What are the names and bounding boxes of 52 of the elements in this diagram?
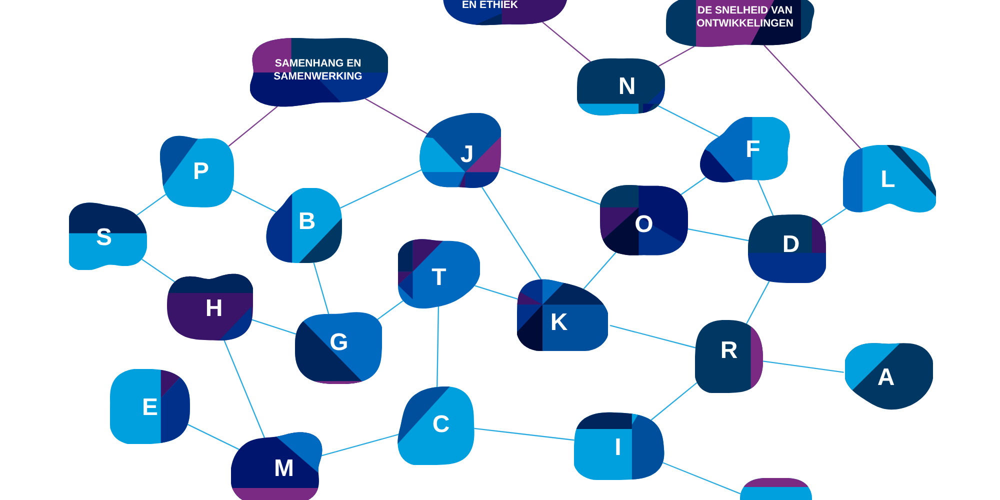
- connector-line: [474, 285, 518, 300]
- connector-line: [500, 166, 600, 205]
- connector-line: [436, 306, 440, 388]
- node-label: O: [634, 213, 654, 237]
- node-label: L: [880, 168, 896, 192]
- node-label: C: [432, 413, 450, 437]
- connector-line: [228, 106, 278, 147]
- connector-line: [680, 176, 706, 196]
- node-label: F: [746, 138, 760, 162]
- connector-line: [658, 46, 695, 67]
- node-label: I: [614, 436, 622, 460]
- connector-line: [224, 340, 266, 438]
- connector-line: [757, 180, 774, 216]
- connector-line: [232, 189, 276, 212]
- node-label: J: [460, 143, 474, 167]
- connector-line: [364, 98, 428, 134]
- connector-line: [762, 360, 844, 373]
- node-label: R: [720, 339, 738, 363]
- connector-line: [820, 208, 846, 226]
- node-label: SAMENHANG EN SAMENWERKING: [272, 58, 364, 82]
- connector-line: [313, 262, 330, 314]
- connector-line: [141, 258, 176, 282]
- connector-line: [650, 382, 698, 421]
- node-label: E: [142, 396, 158, 420]
- connector-line: [688, 228, 749, 242]
- connector-line: [474, 428, 574, 441]
- connector-line: [481, 186, 542, 280]
- connector-line: [377, 300, 404, 320]
- node-label: K: [550, 311, 568, 335]
- connector-line: [583, 252, 616, 290]
- node-label: G: [330, 331, 348, 355]
- connector-line: [187, 424, 240, 450]
- connector-line: [610, 324, 696, 348]
- node-label: A: [877, 366, 895, 390]
- connector-line: [658, 105, 720, 138]
- node-label: EN ETHIEK: [460, 0, 519, 12]
- connector-line: [542, 22, 591, 62]
- node-label: S: [96, 226, 112, 250]
- connector-line: [252, 319, 296, 335]
- node-label: M: [274, 457, 294, 481]
- node-label: B: [298, 210, 316, 234]
- connector-line: [136, 194, 166, 216]
- node-label: H: [205, 297, 223, 321]
- node-label: T: [432, 266, 446, 290]
- connector-line: [662, 462, 741, 494]
- node-label: P: [193, 160, 209, 184]
- node-label: N: [618, 75, 636, 99]
- connector-line: [321, 434, 399, 456]
- connector-line: [764, 44, 862, 150]
- node-label: D: [782, 233, 800, 257]
- connector-line: [340, 169, 422, 209]
- connector-line: [746, 281, 770, 324]
